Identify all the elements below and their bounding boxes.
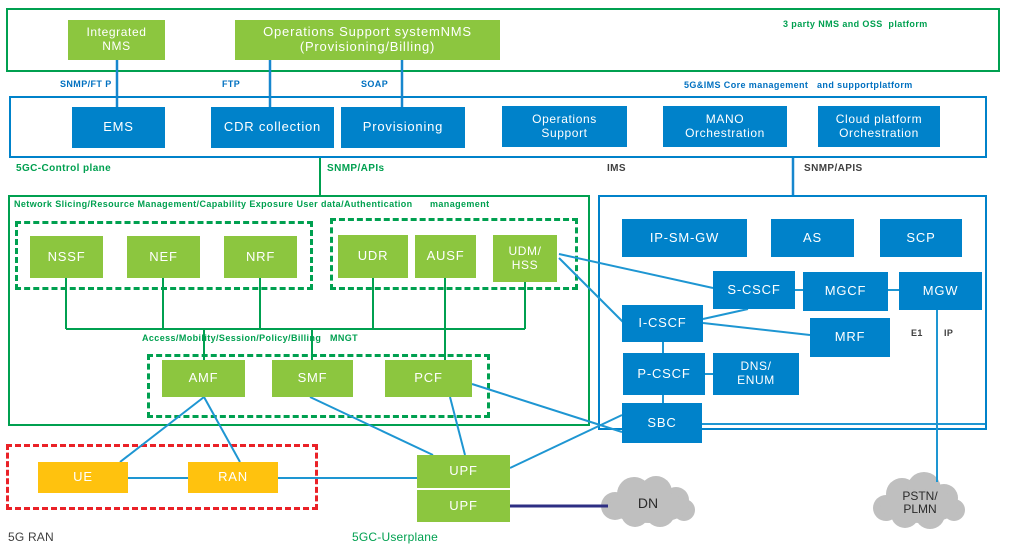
node-cdr-collection: CDR collection — [211, 107, 334, 148]
box-5gc-control-plane — [8, 195, 590, 426]
label-pstn-plmn: PSTN/ PLMN — [902, 489, 938, 517]
node-nssf: NSSF — [30, 236, 103, 278]
node-amf: AMF — [162, 360, 245, 397]
blue-connectors — [119, 253, 985, 482]
top-vertical-links — [115, 60, 795, 195]
node-mrf: MRF — [810, 318, 890, 357]
node-scp: SCP — [880, 219, 962, 257]
box-core-management-platform — [9, 96, 987, 158]
label-ims: IMS — [607, 163, 626, 174]
node-ausf: AUSF — [415, 235, 476, 278]
node-udr: UDR — [338, 235, 408, 278]
dn-cloud — [601, 476, 695, 527]
label-ftp: FTP — [222, 79, 241, 89]
label-network-slicing: Network Slicing/Resource Management/Capa… — [14, 199, 490, 209]
label-access-mobility: Access/Mobility/Session/Policy/Billing M… — [142, 333, 359, 343]
box-ims — [598, 195, 987, 430]
label-5gc-control-plane: 5GC-Control plane — [16, 163, 112, 174]
node-dns-enum: DNS/ ENUM — [713, 353, 799, 395]
node-cloud-platform-orchestration: Cloud platform Orchestration — [818, 106, 940, 147]
node-smf: SMF — [272, 360, 353, 397]
node-integrated-nms: Integrated NMS — [68, 20, 165, 60]
node-ran: RAN — [188, 462, 278, 493]
label-snmp-ftp: SNMP/FT P — [60, 79, 112, 89]
node-i-cscf: I-CSCF — [622, 305, 703, 342]
node-udm-hss: UDM/ HSS — [493, 235, 557, 282]
node-as: AS — [771, 219, 854, 257]
node-provisioning: Provisioning — [341, 107, 465, 148]
node-s-cscf: S-CSCF — [713, 271, 795, 309]
label-ip: IP — [944, 328, 954, 338]
node-nef: NEF — [127, 236, 200, 278]
node-nrf: NRF — [224, 236, 297, 278]
node-mgw: MGW — [899, 272, 982, 310]
node-sbc: SBC — [622, 403, 702, 443]
label-third-party-platform: 3 party NMS and OSS platform — [783, 19, 928, 29]
node-mgcf: MGCF — [803, 272, 888, 311]
box-nms-oss-platform — [6, 8, 1000, 72]
node-ue: UE — [38, 462, 128, 493]
pstn-cloud — [873, 472, 965, 529]
label-snmp-apis-right: SNMP/APIS — [804, 163, 863, 174]
box-userdata-group — [330, 218, 578, 290]
label-5g-ran: 5G RAN — [8, 530, 54, 544]
label-core-management: 5G&IMS Core management and supportplatfo… — [684, 80, 913, 90]
node-operations-support: Operations Support — [502, 106, 627, 147]
node-upf-2: UPF — [417, 490, 510, 522]
node-mano-orchestration: MANO Orchestration — [663, 106, 787, 147]
node-upf-1: UPF — [417, 455, 510, 488]
green-bus-links — [65, 158, 526, 360]
box-session-group — [147, 354, 490, 418]
label-soap: SOAP — [361, 79, 389, 89]
label-e1: E1 — [911, 328, 923, 338]
node-ip-sm-gw: IP-SM-GW — [622, 219, 747, 257]
node-pcf: PCF — [385, 360, 472, 397]
node-ems: EMS — [72, 107, 165, 148]
node-oss-nms: Operations Support systemNMS (Provisioni… — [235, 20, 500, 60]
label-dn: DN — [637, 495, 659, 511]
label-snmp-apis: SNMP/APIs — [327, 163, 385, 174]
node-p-cscf: P-CSCF — [623, 353, 705, 395]
label-5gc-userplane: 5GC-Userplane — [352, 530, 438, 544]
